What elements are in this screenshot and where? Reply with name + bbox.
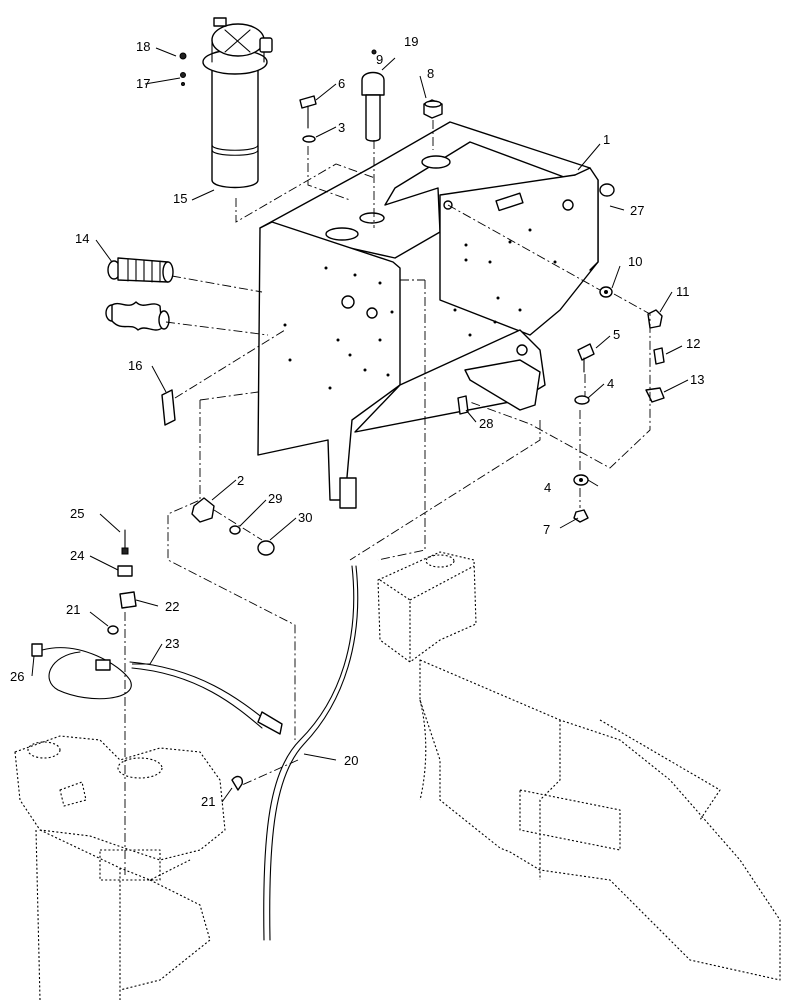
callout-30: 30 (298, 510, 312, 525)
breather-9[interactable] (361, 71, 385, 142)
callout-21b: 21 (201, 794, 215, 809)
hose-20[interactable] (263, 565, 359, 941)
callout-19: 19 (404, 34, 418, 49)
screw-19[interactable] (371, 49, 377, 55)
callout-12: 12 (686, 336, 700, 351)
bolt-5[interactable] (577, 343, 595, 373)
callout-3: 3 (338, 120, 345, 135)
plug-27[interactable] (599, 183, 615, 197)
hydraulic-tank[interactable] (257, 121, 599, 509)
cap-8[interactable] (423, 99, 443, 119)
callout-14: 14 (75, 231, 89, 246)
callout-4a: 4 (607, 376, 614, 391)
machine-frame-right (377, 551, 781, 981)
return-filter[interactable] (202, 17, 273, 189)
callout-9: 9 (376, 52, 383, 67)
fitting-12[interactable] (653, 347, 665, 365)
wire-harness-23[interactable] (31, 643, 283, 735)
callout-1: 1 (603, 132, 610, 147)
callout-22: 22 (165, 599, 179, 614)
suction-strainer-14[interactable] (107, 257, 174, 283)
strainer-15b[interactable] (105, 301, 170, 331)
callout-16: 16 (128, 358, 142, 373)
nut-7[interactable] (573, 509, 589, 523)
fitting-10[interactable] (599, 286, 613, 298)
callout-8: 8 (427, 66, 434, 81)
cap-30[interactable] (257, 540, 275, 556)
callout-10: 10 (628, 254, 642, 269)
screw-25[interactable] (121, 529, 129, 555)
callout-20: 20 (344, 753, 358, 768)
callout-27: 27 (630, 203, 644, 218)
elbow-13[interactable] (645, 387, 665, 403)
bracket-24[interactable] (117, 565, 133, 577)
clip-22[interactable] (119, 591, 137, 609)
leader-lines (124, 120, 651, 875)
callout-6: 6 (338, 76, 345, 91)
bolt-6[interactable] (299, 95, 317, 129)
callout-15: 15 (173, 191, 187, 206)
callout-23: 23 (165, 636, 179, 651)
clamp-21b[interactable] (231, 775, 244, 791)
callout-24: 24 (70, 548, 84, 563)
callout-25: 25 (70, 506, 84, 521)
callout-26: 26 (10, 669, 24, 684)
o-ring-29[interactable] (229, 525, 241, 535)
callout-13: 13 (690, 372, 704, 387)
callout-11: 11 (676, 284, 690, 299)
sight-gauge-16[interactable] (161, 389, 176, 426)
sensor-2[interactable] (191, 497, 215, 523)
callout-17: 17 (136, 76, 150, 91)
washer-4b[interactable] (573, 474, 589, 486)
callout-21a: 21 (66, 602, 80, 617)
callouts: 1 2 3 4 4 5 6 7 8 9 10 11 12 13 14 15 16… (10, 34, 704, 809)
callout-4b: 4 (544, 480, 551, 495)
callout-7: 7 (543, 522, 550, 537)
screw-18[interactable] (179, 52, 187, 60)
clamp-21a[interactable] (107, 625, 119, 635)
callout-18: 18 (136, 39, 150, 54)
callout-29: 29 (268, 491, 282, 506)
washer-3[interactable] (302, 135, 316, 143)
washer-17[interactable] (180, 72, 186, 86)
callout-lines (31, 47, 689, 803)
machine-frame-left (14, 735, 226, 1000)
callout-2: 2 (237, 473, 244, 488)
washer-4a[interactable] (574, 395, 590, 405)
callout-5: 5 (613, 327, 620, 342)
callout-28: 28 (479, 416, 493, 431)
